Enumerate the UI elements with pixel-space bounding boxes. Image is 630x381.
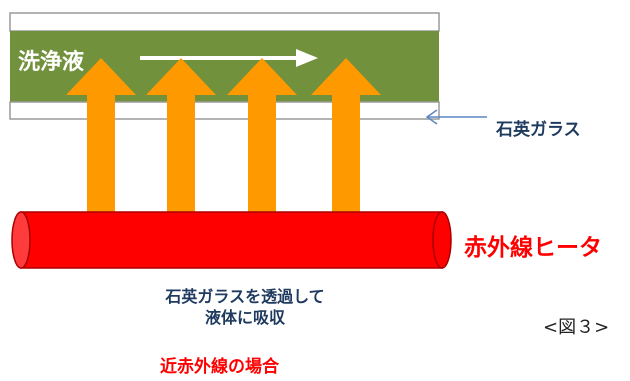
quartz-pointer-arrow (425, 109, 487, 125)
infrared-arrow-4 (311, 58, 381, 212)
liquid-label: 洗浄液 (18, 50, 85, 75)
description-text: 石英ガラスを透過して 液体に吸収 (165, 287, 325, 327)
top-glass-plate (9, 12, 440, 32)
infrared-arrow-1 (66, 58, 136, 212)
infrared-arrow-2 (146, 58, 216, 212)
quartz-glass-plate (9, 101, 440, 120)
flow-arrow (140, 49, 318, 67)
infrared-heater-label: 赤外線ヒータ (464, 235, 602, 261)
figure-label: <図３> (543, 317, 610, 338)
diagram-caption: 近赤外線の場合 (160, 357, 279, 377)
quartz-glass-label: 石英ガラス (496, 120, 581, 140)
infrared-heater (11, 211, 452, 269)
infrared-arrow-3 (227, 58, 297, 212)
